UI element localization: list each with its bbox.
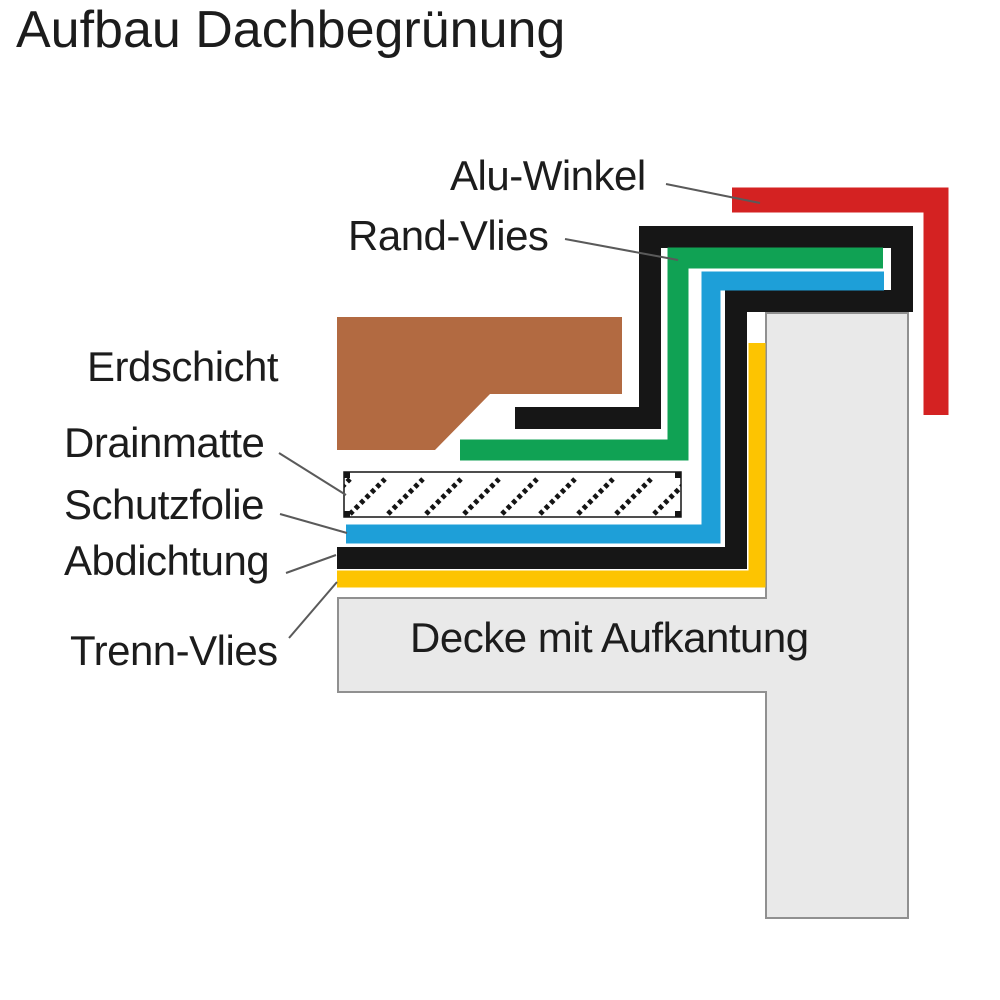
leader-line-abdichtung (285, 554, 337, 574)
trenn-vlies-layer (337, 343, 766, 588)
label-schutzfolie: Schutzfolie (64, 481, 264, 528)
decke-concrete-shape (337, 312, 909, 919)
drainmatte-hatch-box (343, 471, 682, 518)
rand-vlies-layer (460, 247, 883, 461)
label-rand-vlies: Rand-Vlies (348, 212, 549, 259)
leader-line-trenn-vlies (288, 581, 338, 639)
leader-line-alu-winkel (665, 183, 761, 204)
label-decke-mit-aufkantung: Decke mit Aufkantung (410, 614, 809, 661)
label-trenn-vlies: Trenn-Vlies (70, 627, 278, 674)
schutzfolie-layer (346, 271, 884, 544)
leader-line-drainmatte (278, 452, 347, 496)
label-drainmatte: Drainmatte (64, 419, 265, 466)
drainmatte-hatch-lines (344, 472, 681, 517)
abdichtung-layer (337, 226, 913, 569)
leader-line-rand-vlies (564, 238, 679, 261)
label-erdschicht: Erdschicht (87, 343, 279, 390)
erdschicht-soil-shape (337, 317, 622, 450)
alu-winkel-flashing (732, 187, 949, 415)
label-alu-winkel: Alu-Winkel (450, 152, 646, 199)
page-title: Aufbau Dachbegrünung (16, 1, 566, 59)
leader-line-schutzfolie (279, 513, 348, 534)
label-abdichtung: Abdichtung (64, 537, 270, 584)
